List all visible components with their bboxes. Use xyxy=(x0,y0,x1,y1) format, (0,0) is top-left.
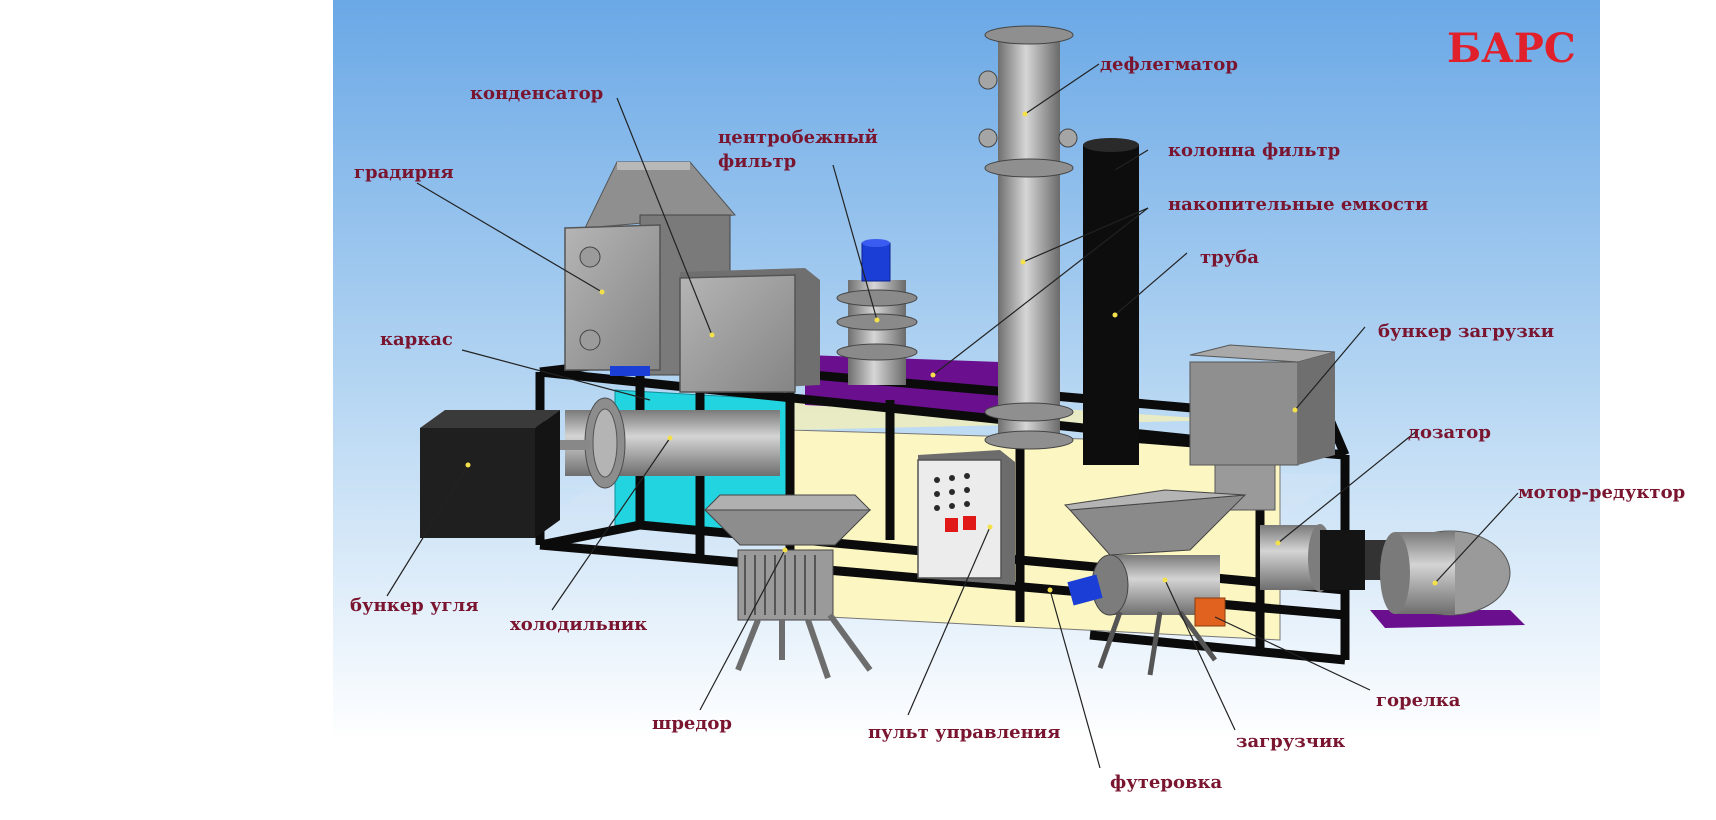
label-coal-bunker: бункер угля xyxy=(350,595,479,616)
control-panel xyxy=(917,450,1015,585)
label-shredder: шредор xyxy=(652,713,732,734)
label-storage-tanks: накопительные емкости xyxy=(1168,194,1428,215)
centrifugal-filter xyxy=(836,239,918,385)
leader-lines xyxy=(386,63,1519,769)
brand-title: БАРС xyxy=(1447,25,1576,72)
label-gradirnya: градирня xyxy=(354,162,454,183)
column-filter xyxy=(1083,138,1139,465)
label-refrigerator: холодильник xyxy=(510,614,647,635)
label-control-panel: пульт управления xyxy=(868,722,1060,743)
label-deflegmator: дефлегматор xyxy=(1100,54,1238,75)
label-centrifugal-filter-1: центробежный xyxy=(718,127,878,148)
label-karkas: каркас xyxy=(380,329,453,350)
shredder xyxy=(703,494,873,679)
loading-bunker xyxy=(1189,344,1336,511)
loader xyxy=(1063,489,1247,676)
label-burner: горелка xyxy=(1376,690,1461,711)
cooler-cylinder xyxy=(560,397,780,489)
label-lining: футеровка xyxy=(1110,772,1222,793)
dozator-assembly xyxy=(1260,524,1393,592)
label-loader: загрузчик xyxy=(1236,731,1345,752)
label-dozator: дозатор xyxy=(1408,422,1491,443)
label-loading-bunker: бункер загрузки xyxy=(1378,321,1554,342)
label-column-filter: колонна фильтр xyxy=(1168,140,1340,161)
motor-reducer xyxy=(1370,530,1525,628)
condenser-assembly xyxy=(564,161,820,393)
coal-bunker xyxy=(420,410,560,538)
attachment-dots xyxy=(465,111,1438,593)
deflegmator-column xyxy=(978,25,1078,450)
label-motor-reducer: мотор-редуктор xyxy=(1518,482,1685,503)
label-centrifugal-filter-2: фильтр xyxy=(718,151,796,172)
label-truba: труба xyxy=(1200,247,1259,268)
label-kondensator: конденсатор xyxy=(470,83,603,104)
